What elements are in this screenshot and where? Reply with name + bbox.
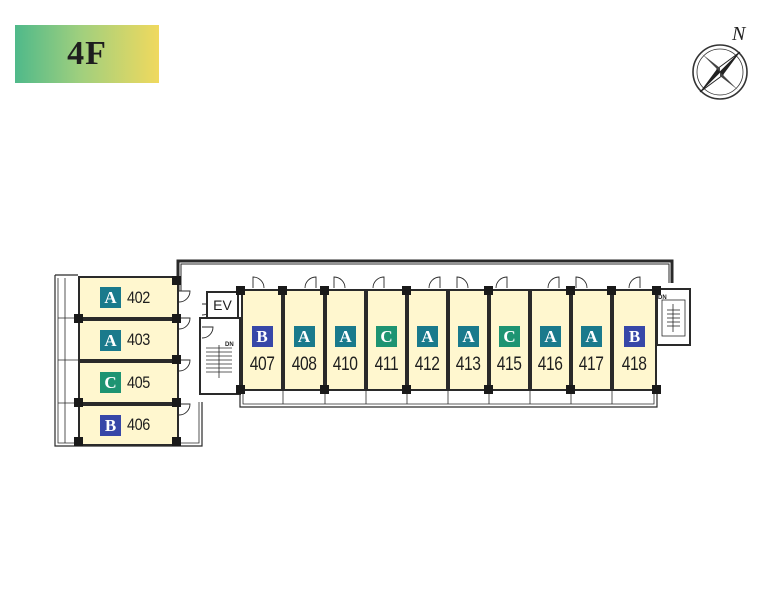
unit-type-badge: B (251, 326, 273, 347)
unit-407[interactable]: B 407 (241, 289, 283, 391)
unit-416[interactable]: A 416 (530, 289, 571, 391)
elevator: EV (206, 291, 239, 319)
unit-type-badge: A (293, 326, 315, 347)
unit-412[interactable]: A 412 (407, 289, 448, 391)
unit-number: 412 (415, 354, 440, 375)
unit-number: 403 (127, 330, 150, 349)
unit-number: 411 (374, 354, 399, 375)
unit-410[interactable]: A 410 (325, 289, 366, 391)
floor-label-badge: 4F (15, 25, 159, 83)
elevator-label: EV (213, 297, 232, 313)
unit-403[interactable]: A 403 (78, 319, 179, 361)
unit-417[interactable]: A 417 (571, 289, 612, 391)
unit-number: 408 (291, 354, 317, 375)
unit-type-badge: A (100, 287, 121, 308)
unit-type-badge: A (458, 326, 479, 347)
unit-type-badge: C (499, 326, 520, 347)
unit-number: 418 (622, 354, 647, 375)
unit-number: 416 (538, 354, 563, 375)
floor-label: 4F (67, 35, 107, 72)
unit-type-badge: B (100, 414, 121, 436)
compass-rose-icon: N (692, 23, 748, 100)
unit-type-badge: C (100, 372, 121, 393)
unit-408[interactable]: A 408 (283, 289, 325, 391)
unit-number: 402 (127, 287, 150, 307)
unit-number: 410 (333, 354, 358, 375)
unit-type-badge: C (376, 326, 397, 347)
compass-north-label: N (731, 23, 747, 45)
unit-405[interactable]: C 405 (78, 361, 179, 404)
unit-402[interactable]: A 402 (78, 276, 179, 319)
unit-number: 415 (497, 354, 522, 375)
unit-type-badge: A (581, 326, 602, 347)
unit-411[interactable]: C 411 (366, 289, 407, 391)
unit-type-badge: A (100, 329, 121, 351)
unit-406[interactable]: B 406 (78, 404, 179, 446)
unit-415[interactable]: C 415 (489, 289, 530, 391)
unit-type-badge: B (624, 326, 645, 347)
unit-number: 406 (127, 415, 150, 434)
unit-type-badge: A (335, 326, 356, 347)
east-stair-dn-label: DN (658, 295, 667, 301)
unit-type-badge: A (540, 326, 561, 347)
unit-number: 407 (249, 354, 275, 375)
unit-number: 413 (456, 354, 481, 375)
west-stair-dn-label: DN (225, 342, 234, 348)
unit-413[interactable]: A 413 (448, 289, 489, 391)
unit-type-badge: A (417, 326, 438, 347)
unit-number: 405 (127, 372, 150, 392)
unit-418[interactable]: B 418 (612, 289, 657, 391)
unit-number: 417 (579, 354, 604, 375)
